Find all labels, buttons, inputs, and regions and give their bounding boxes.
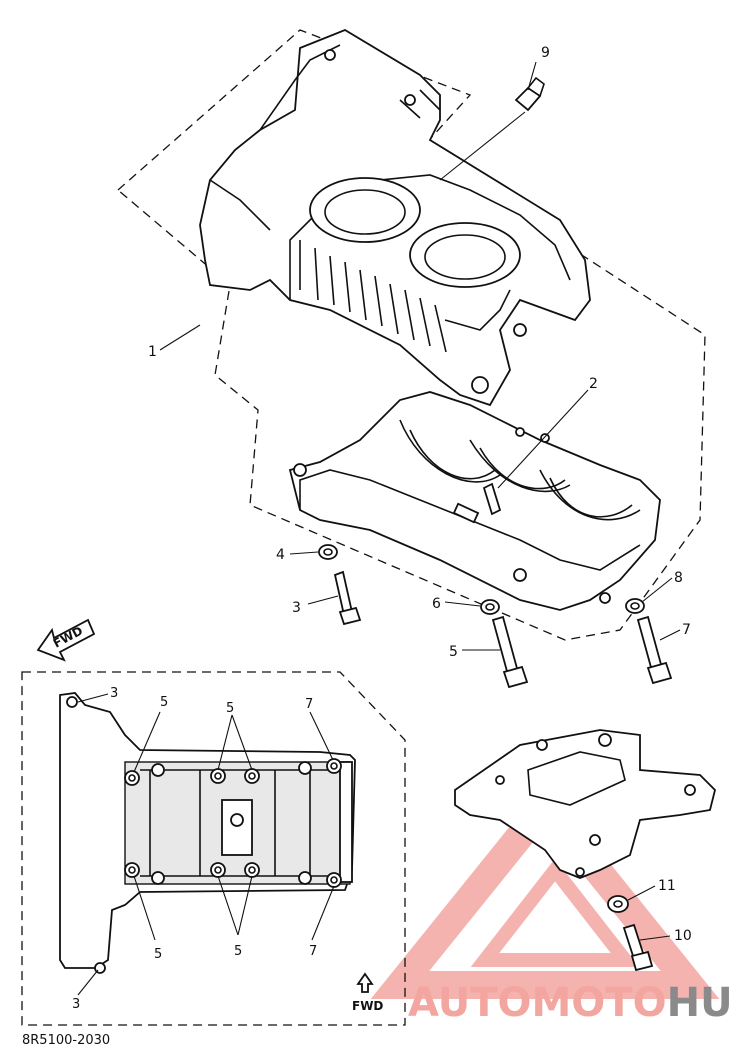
inset-callout-5-top-left: 5 [160, 695, 168, 710]
bolt-5 [491, 615, 529, 689]
callout-5: 5 [449, 644, 458, 660]
inset-callout-3-bottom: 3 [72, 997, 80, 1012]
callout-4: 4 [276, 547, 285, 563]
callout-1: 1 [148, 344, 157, 360]
inset-callout-3-top: 3 [110, 686, 118, 701]
assembly-outline [117, 29, 706, 641]
inset-callout-5-top-mid: 5 [226, 701, 234, 716]
bolt-3 [333, 570, 362, 626]
inset-callout-5-bottom-left: 5 [154, 947, 162, 962]
watermark-logo [370, 782, 720, 999]
callout-9: 9 [541, 45, 550, 61]
callout-6: 6 [432, 596, 441, 612]
callout-3: 3 [292, 600, 301, 616]
washer-4 [318, 544, 338, 560]
dowel-pin [482, 482, 502, 516]
engine-bracket [454, 729, 716, 879]
watermark-text: AUTOMOTOHUB [408, 980, 735, 1026]
callout-10: 10 [674, 928, 692, 944]
bolt-10 [622, 923, 654, 972]
upper-crankcase [199, 28, 591, 407]
inset-callout-7-top: 7 [305, 697, 313, 712]
callout-11: 11 [658, 878, 676, 894]
leader-lines [159, 61, 681, 941]
washer-6 [480, 599, 500, 615]
washer-8 [625, 598, 645, 614]
callout-2: 2 [589, 376, 598, 392]
inset-callout-7-bottom: 7 [309, 944, 317, 959]
fwd-arrow-inset [356, 972, 374, 993]
diagram-code: 8R5100-2030 [22, 1033, 110, 1048]
inset-callout-5-bottom-mid: 5 [234, 944, 242, 959]
nut-11 [607, 895, 629, 913]
callout-7: 7 [682, 622, 691, 638]
inset-leader-lines [77, 693, 335, 996]
bolt-7 [636, 615, 673, 685]
lower-crankcase [288, 391, 661, 611]
callout-8: 8 [674, 570, 683, 586]
fwd-label-inset: FWD [352, 999, 383, 1013]
fwd-arrow-main [36, 618, 96, 662]
inset-bottom-view [59, 692, 356, 974]
plug [514, 76, 545, 112]
